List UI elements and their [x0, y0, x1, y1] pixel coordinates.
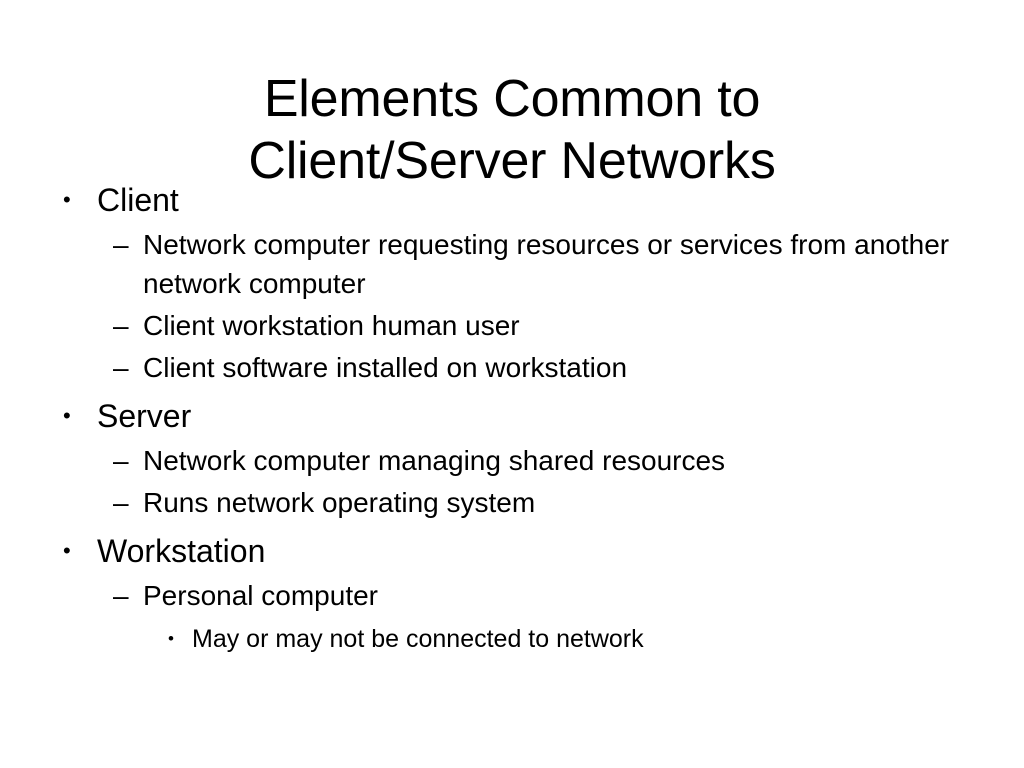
bullet-text: Personal computer — [143, 580, 379, 611]
bullet-marker-icon: • — [63, 403, 71, 428]
bullet-text: Client software installed on workstation — [143, 352, 628, 383]
bullet-level2-network-computer-requesting: – Network computer requesting resources … — [113, 225, 955, 303]
bullet-level2-personal-computer: – Personal computer — [113, 576, 955, 615]
bullet-level1-client: • Client — [63, 178, 1024, 222]
bullet-level1-workstation: • Workstation — [63, 529, 1024, 573]
dash-marker-icon: – — [113, 487, 129, 518]
page-title-line-2: Client/Server Networks — [248, 131, 776, 190]
page-title-line-1: Elements Common to — [263, 69, 761, 128]
outline-body: • Client – Network computer requesting r… — [0, 178, 1024, 657]
bullet-marker-icon: • — [168, 629, 174, 648]
bullet-marker-icon: • — [63, 187, 71, 212]
dash-marker-icon: – — [113, 580, 129, 611]
bullet-text: May or may not be connected to network — [192, 625, 644, 653]
bullet-text: Client — [97, 182, 179, 218]
bullet-level2-runs-network-operating-system: – Runs network operating system — [113, 483, 955, 522]
dash-marker-icon: – — [113, 310, 129, 341]
bullet-text: Network computer managing shared resourc… — [143, 445, 726, 476]
bullet-level3-may-or-may-not-be-connected: • May or may not be connected to network — [168, 621, 952, 657]
bullet-text: Client workstation human user — [143, 310, 520, 341]
bullet-text: Workstation — [97, 533, 266, 569]
bullet-text: Runs network operating system — [143, 487, 536, 518]
bullet-level1-server: • Server — [63, 394, 1024, 438]
bullet-level2-client-workstation-human-user: – Client workstation human user — [113, 306, 955, 345]
dash-marker-icon: – — [113, 352, 129, 383]
page-title: Elements Common to Client/Server Network… — [0, 68, 1024, 192]
bullet-marker-icon: • — [63, 538, 71, 563]
bullet-text: Server — [97, 398, 192, 434]
dash-marker-icon: – — [113, 229, 129, 260]
bullet-text: Network computer requesting resources or… — [143, 229, 950, 299]
bullet-level2-client-software-installed: – Client software installed on workstati… — [113, 348, 955, 387]
bullet-level2-network-computer-managing: – Network computer managing shared resou… — [113, 441, 955, 480]
dash-marker-icon: – — [113, 445, 129, 476]
